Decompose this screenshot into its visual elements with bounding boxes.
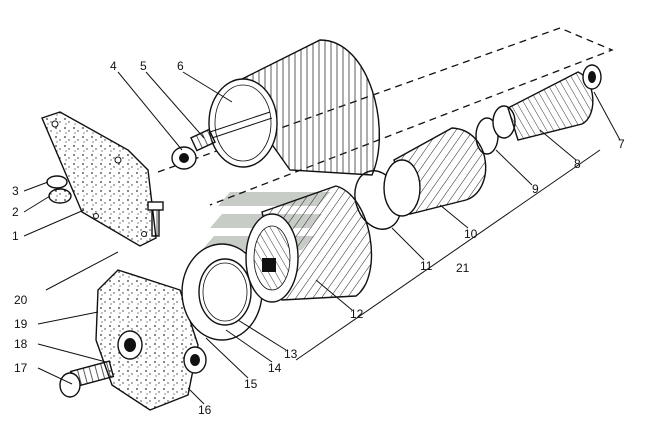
callout-8: 8 xyxy=(574,157,581,171)
callout-12: 12 xyxy=(350,307,364,321)
housing-cylinder-part-6 xyxy=(208,39,380,176)
callout-20: 20 xyxy=(14,293,28,307)
gasket-parts-13-14-15 xyxy=(181,243,263,341)
leader-lines xyxy=(23,71,621,405)
washers-parts-2-3 xyxy=(46,175,72,204)
callout-21: 21 xyxy=(456,261,470,275)
filter-element-part-12 xyxy=(245,185,373,303)
bolt-part-17 xyxy=(59,360,115,398)
callout-11: 11 xyxy=(420,259,433,273)
nut-and-spring-parts-4-5 xyxy=(171,111,273,170)
callout-14: 14 xyxy=(268,361,282,375)
callout-2: 2 xyxy=(12,205,19,219)
callout-16: 16 xyxy=(198,403,212,417)
callout-labels: 1 2 3 4 5 6 7 8 9 10 11 12 13 14 15 16 1… xyxy=(12,59,625,417)
callout-15: 15 xyxy=(244,377,258,391)
callout-1: 1 xyxy=(12,229,19,243)
callout-7: 7 xyxy=(618,137,625,151)
callout-19: 19 xyxy=(14,317,28,331)
callout-10: 10 xyxy=(464,227,478,241)
callout-13: 13 xyxy=(284,347,298,361)
assembly-line-21 xyxy=(295,149,601,361)
callout-5: 5 xyxy=(140,59,147,73)
callout-18: 18 xyxy=(14,337,28,351)
filter-head-body-part-19 xyxy=(95,269,207,411)
callout-6: 6 xyxy=(177,59,184,73)
mounting-plate-part-1 xyxy=(41,111,164,247)
callout-17: 17 xyxy=(14,361,28,375)
callout-4: 4 xyxy=(110,59,117,73)
end-washer-part-7 xyxy=(582,64,602,90)
assembly-boundary-dashed xyxy=(157,27,614,206)
callout-3: 3 xyxy=(12,184,19,198)
filter-element-part-10 xyxy=(383,127,487,217)
center-tube-part-8 xyxy=(507,71,594,141)
callout-9: 9 xyxy=(532,182,539,196)
leader-20 xyxy=(45,251,119,291)
